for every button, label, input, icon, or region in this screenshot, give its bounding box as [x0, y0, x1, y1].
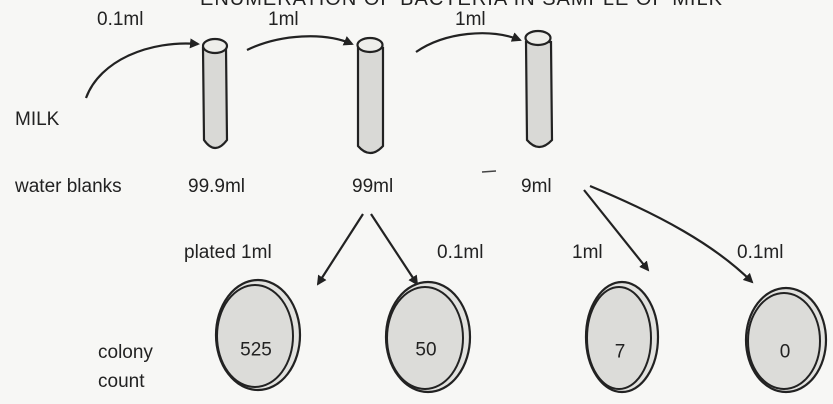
arrow-tube-2-to-tube-3 — [416, 33, 520, 52]
transfer-label-1: 0.1ml — [97, 10, 143, 29]
plate-4 — [746, 288, 826, 392]
transfer-label-2: 1ml — [268, 10, 299, 29]
plate-3 — [586, 282, 658, 392]
milk-label: MILK — [15, 110, 59, 129]
plating-label-3: 1ml — [572, 243, 603, 262]
colony-label-line-1: colony — [98, 343, 153, 362]
colony-count-2: 50 — [415, 341, 436, 360]
tube-3 — [526, 31, 553, 147]
colony-count-4: 0 — [780, 343, 791, 362]
colony-count-1: 525 — [240, 341, 272, 360]
blank-volume-2: 99ml — [352, 177, 393, 196]
tube-2 — [358, 38, 384, 153]
arrow-plate-1 — [318, 214, 363, 284]
blank-volume-3: 9ml — [521, 177, 552, 196]
arrow-milk-to-tube-1 — [86, 43, 198, 98]
colony-count-3: 7 — [615, 343, 626, 362]
water-blanks-label: water blanks — [15, 177, 122, 196]
arrow-plate-2 — [371, 214, 417, 284]
tube-1 — [203, 39, 227, 148]
plating-label-2: 0.1ml — [437, 243, 483, 262]
blank-volume-1: 99.9ml — [188, 177, 245, 196]
colony-label-line-2: count — [98, 372, 144, 391]
transfer-label-3: 1ml — [455, 10, 486, 29]
plating-label-1: plated 1ml — [184, 243, 272, 262]
arrow-plate-4 — [590, 186, 752, 282]
plate-1 — [216, 280, 300, 390]
plate-2 — [386, 282, 470, 392]
arrow-tube-1-to-tube-2 — [247, 36, 352, 50]
plating-label-4: 0.1ml — [737, 243, 783, 262]
